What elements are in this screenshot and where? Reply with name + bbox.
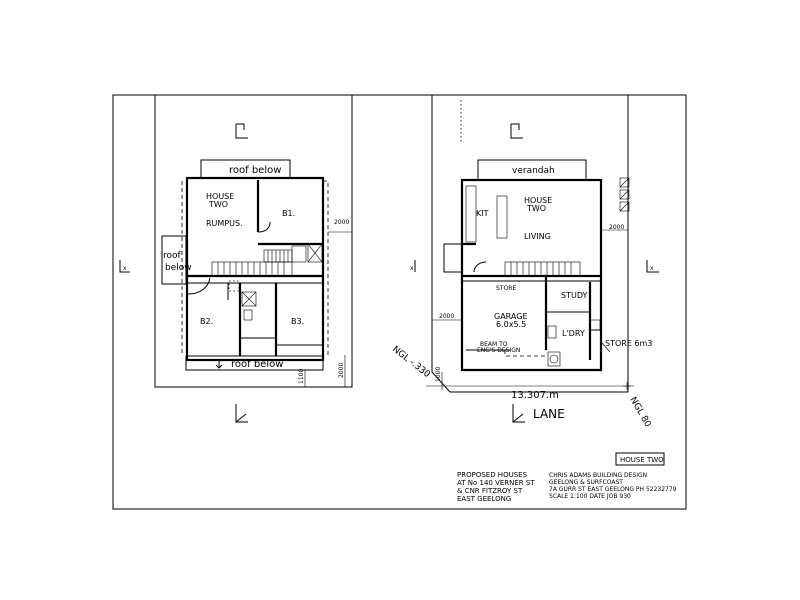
kitchen-island [496,195,508,239]
project-line-4: EAST GEELONG [457,495,511,503]
store-6m3-label: STORE 6m3 [605,339,652,348]
verandah-label: verandah [512,166,555,176]
upper-dim-2000: 2000 [334,219,349,226]
ground-site-boundary [431,95,629,393]
upper-robe [307,243,323,263]
upper-stairs [211,249,293,277]
study-label: STUDY [561,291,588,300]
beam-label-1: BEAM TO [480,341,508,348]
project-line-3: & CNR FITZROY ST [457,487,523,495]
section-marker-right: x [646,260,659,273]
roof-below-bottom-label: roof below [231,359,283,370]
garage-label: GARAGE [494,312,528,321]
svg-text:x: x [123,265,127,272]
ground-floor-plan: x x verandah [390,95,659,429]
ground-dim-2000-right: 2000 [609,224,624,231]
svg-text:x: x [410,265,414,272]
upper-site-boundary [154,94,353,388]
roof-below-bottom-box [185,355,324,371]
frontage-dimension: 13.307.m [511,390,559,401]
section-marker-left-ground: x [410,260,416,272]
kitchen-bench [465,185,477,243]
house-two-label: HOUSE TWO [620,456,664,464]
kit-label: KIT [476,209,489,218]
garage-size-label: 6.0x5.5 [496,320,526,329]
b1-label: B1. [282,209,295,218]
designer-line-1: CHRIS ADAMS BUILDING DESIGN [549,472,647,479]
ground-dim-1000: 1000 [435,367,442,382]
sheet-border [112,94,687,510]
store-small-label: STORE [496,285,516,292]
designer-line-2: GEELONG & SURFCOAST [549,479,623,486]
ngl-right-label: NGL 80 [627,396,652,430]
ldry-label: L'DRY [562,329,585,338]
upper-wc [291,245,307,263]
upper-vanity [243,309,253,321]
ngl-left-label: NGL -.330 [390,344,432,380]
house-two-label-box [615,452,665,466]
section-marker-top-right [510,123,523,139]
upper-house-label-1: HOUSE [206,192,234,201]
upper-outer-wall [185,176,325,362]
section-marker-bottom-left [235,404,248,423]
project-line-1: PROPOSED HOUSES [457,471,528,479]
section-marker-lane [512,404,525,423]
upper-shower [241,291,257,307]
entry-porch [443,243,463,273]
section-marker-top-left [235,123,248,139]
designer-line-3: 7A GURR ST EAST GEELONG PH 52232779 [549,486,677,493]
laundry-tub [547,325,557,339]
upper-dim-2000-bottom: 2000 [338,363,345,378]
ground-stairs [504,261,581,277]
roof-below-side-label-2: below [165,263,192,273]
roof-below-side-label-1: roof [163,251,182,261]
upper-dim-1100: 1100 [298,369,305,384]
roof-below-side-box [161,235,187,285]
b3-label: B3. [291,317,304,326]
laundry-washer [547,351,561,367]
ground-outer-wall [460,178,603,278]
upper-house-label-2: TWO [208,200,228,209]
ground-house-label-2: TWO [526,204,546,213]
project-line-2: AT No 140 VERNER ST [457,479,535,487]
title-block: HOUSE TWO PROPOSED HOUSES AT No 140 VERN… [457,452,677,503]
ground-house-label-1: HOUSE [524,196,552,205]
upper-void [228,280,240,292]
living-label: LIVING [524,232,551,241]
upper-floor-plan: x roof below [119,94,353,423]
b2-label: B2. [200,317,213,326]
svg-text:x: x [650,265,654,272]
roof-below-top-label: roof below [229,165,281,176]
rumpus-label: RUMPUS. [206,219,243,228]
designer-line-4: SCALE 1:100 DATE JOB 930 [549,493,631,500]
ground-dim-2000-left: 2000 [439,313,454,320]
lane-label: LANE [533,407,565,421]
beam-label-2: ENG'S DESIGN [477,347,520,354]
section-marker-left: x [119,260,130,273]
